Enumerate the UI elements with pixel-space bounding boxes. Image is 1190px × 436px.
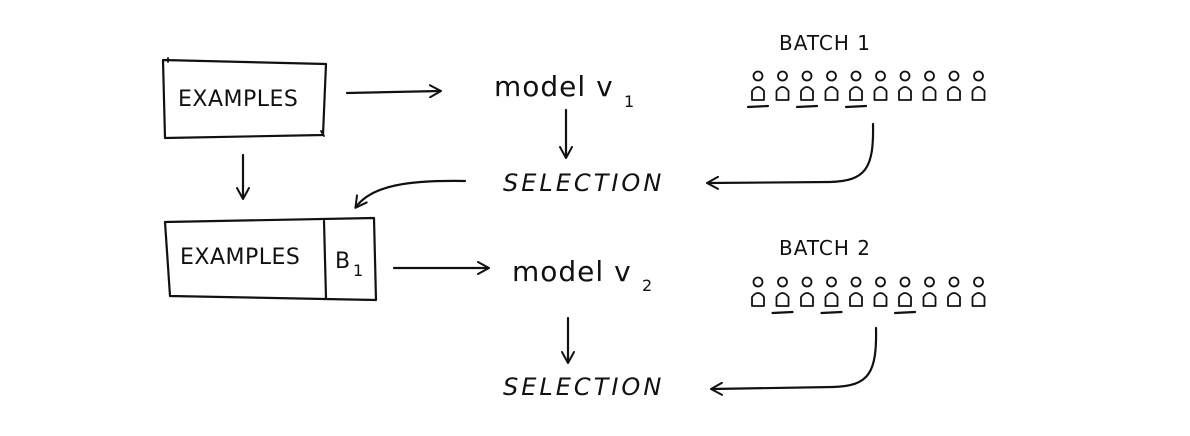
examples-label-2: EXAMPLES [180,245,300,270]
person-head-icon [924,70,935,82]
model-v2-label: model v [512,255,632,288]
person-body-icon [922,86,937,101]
person-body-icon [800,86,814,101]
person-head-icon [850,70,862,82]
person-body-icon [947,292,961,307]
batch-2-example-10 [971,276,986,307]
selected-underline [746,104,770,109]
batch-2-title: BATCH 2 [779,236,871,260]
person-head-icon [948,276,960,288]
arrow-selection-1-to-appended-batch [354,179,467,209]
person-body-icon [751,86,765,101]
person-head-icon [801,276,813,288]
person-body-icon [775,86,790,101]
batch-2-example-7 [893,276,917,315]
examples-label-1: EXAMPLES [178,87,298,112]
arrow-batch-2-to-selection [710,326,878,396]
batch-1-example-10 [971,70,986,101]
person-head-icon [752,70,764,82]
batch-1-example-5 [844,70,868,109]
person-body-icon [898,292,912,307]
selected-underline [820,310,843,315]
batch-2-example-3 [800,276,814,307]
person-head-icon [899,276,911,288]
person-head-icon [973,276,984,288]
selection-label-2: SELECTION [503,373,664,401]
batch-2-example-5 [849,276,863,307]
batch-1-title: BATCH 1 [779,31,871,55]
person-body-icon [849,292,863,307]
selection-label-1: SELECTION [503,169,664,197]
batch-1-group [746,70,986,109]
person-head-icon [850,276,862,288]
person-body-icon [971,86,986,101]
person-body-icon [849,86,863,101]
person-body-icon [947,86,961,101]
selected-underline [795,104,819,109]
person-head-icon [875,276,886,288]
batch-2-example-1 [751,276,765,307]
person-body-icon [971,292,986,307]
batch-1-example-9 [947,70,961,101]
person-body-icon [898,86,912,101]
examples-box-2: EXAMPLES B 1 [163,216,378,302]
model-v2-subscript: 2 [642,276,652,295]
batch-1-example-3 [795,70,819,109]
person-head-icon [752,276,764,288]
person-head-icon [899,70,911,82]
person-head-icon [826,276,837,288]
person-body-icon [922,292,937,307]
selected-underline [771,310,794,315]
batch-2-group [751,276,986,315]
model-v1-subscript: 1 [624,92,634,111]
person-body-icon [800,292,814,307]
batch-2-example-9 [947,276,961,307]
person-body-icon [824,86,839,101]
batch-1-example-8 [922,70,937,101]
person-body-icon [775,292,790,307]
person-body-icon [751,292,765,307]
batch-2-example-8 [922,276,937,307]
person-head-icon [875,70,886,82]
person-head-icon [801,70,813,82]
batch-1-example-2 [775,70,790,101]
examples-box-1: EXAMPLES [161,57,328,140]
batch-1-example-4 [824,70,839,101]
person-head-icon [777,70,788,82]
batch-2-example-6 [873,276,888,307]
batch-2-example-2 [771,276,794,315]
model-v1-label: model v [494,70,614,103]
person-head-icon [924,276,935,288]
person-head-icon [826,70,837,82]
person-head-icon [948,70,960,82]
model-v1: model v 1 [494,70,634,111]
appended-batch-subscript: 1 [353,261,363,280]
person-body-icon [824,292,839,307]
batch-2-example-4 [820,276,843,315]
arrow-examples-to-model-1 [345,84,442,99]
person-head-icon [973,70,984,82]
selected-underline [844,104,868,109]
batch-1-example-6 [873,70,888,101]
selected-underline [893,310,917,315]
batch-1-example-1 [746,70,770,109]
appended-batch-label: B [335,249,351,274]
arrow-batch-1-to-selection [706,122,875,190]
batch-1-example-7 [898,70,912,101]
person-body-icon [873,86,888,101]
person-head-icon [777,276,788,288]
model-v2: model v 2 [512,255,652,295]
person-body-icon [873,292,888,307]
